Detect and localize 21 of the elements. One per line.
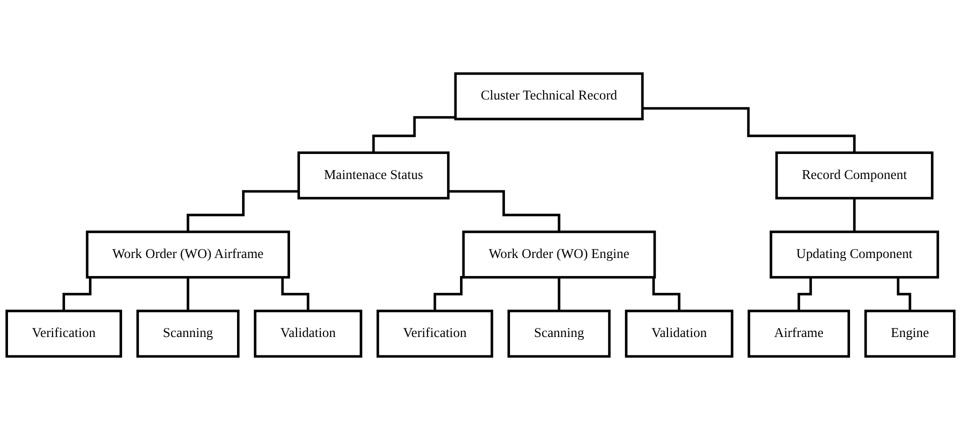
connector bbox=[558, 276, 560, 312]
node-box: Scanning bbox=[136, 310, 240, 358]
connector bbox=[642, 107, 856, 154]
connector bbox=[186, 276, 190, 312]
connector bbox=[186, 190, 299, 234]
node-box: Verification bbox=[376, 310, 494, 358]
node-box: Validation bbox=[624, 310, 734, 358]
node-box: Verification bbox=[5, 310, 122, 358]
node-box: Airframe bbox=[748, 310, 850, 358]
connector bbox=[853, 196, 856, 234]
node-box: Record Component bbox=[775, 151, 934, 200]
node-box: Work Order (WO) Airframe bbox=[86, 230, 290, 279]
node-box: Updating Component bbox=[770, 230, 940, 279]
node-box: Scanning bbox=[507, 310, 611, 358]
node-box: Cluster Technical Record bbox=[454, 72, 644, 120]
node-box: Maintenace Status bbox=[297, 151, 450, 200]
node-box: Work Order (WO) Engine bbox=[462, 230, 656, 279]
node-box: Validation bbox=[254, 310, 362, 358]
connector bbox=[372, 116, 456, 154]
node-box: Engine bbox=[864, 310, 956, 358]
connector bbox=[448, 190, 560, 234]
